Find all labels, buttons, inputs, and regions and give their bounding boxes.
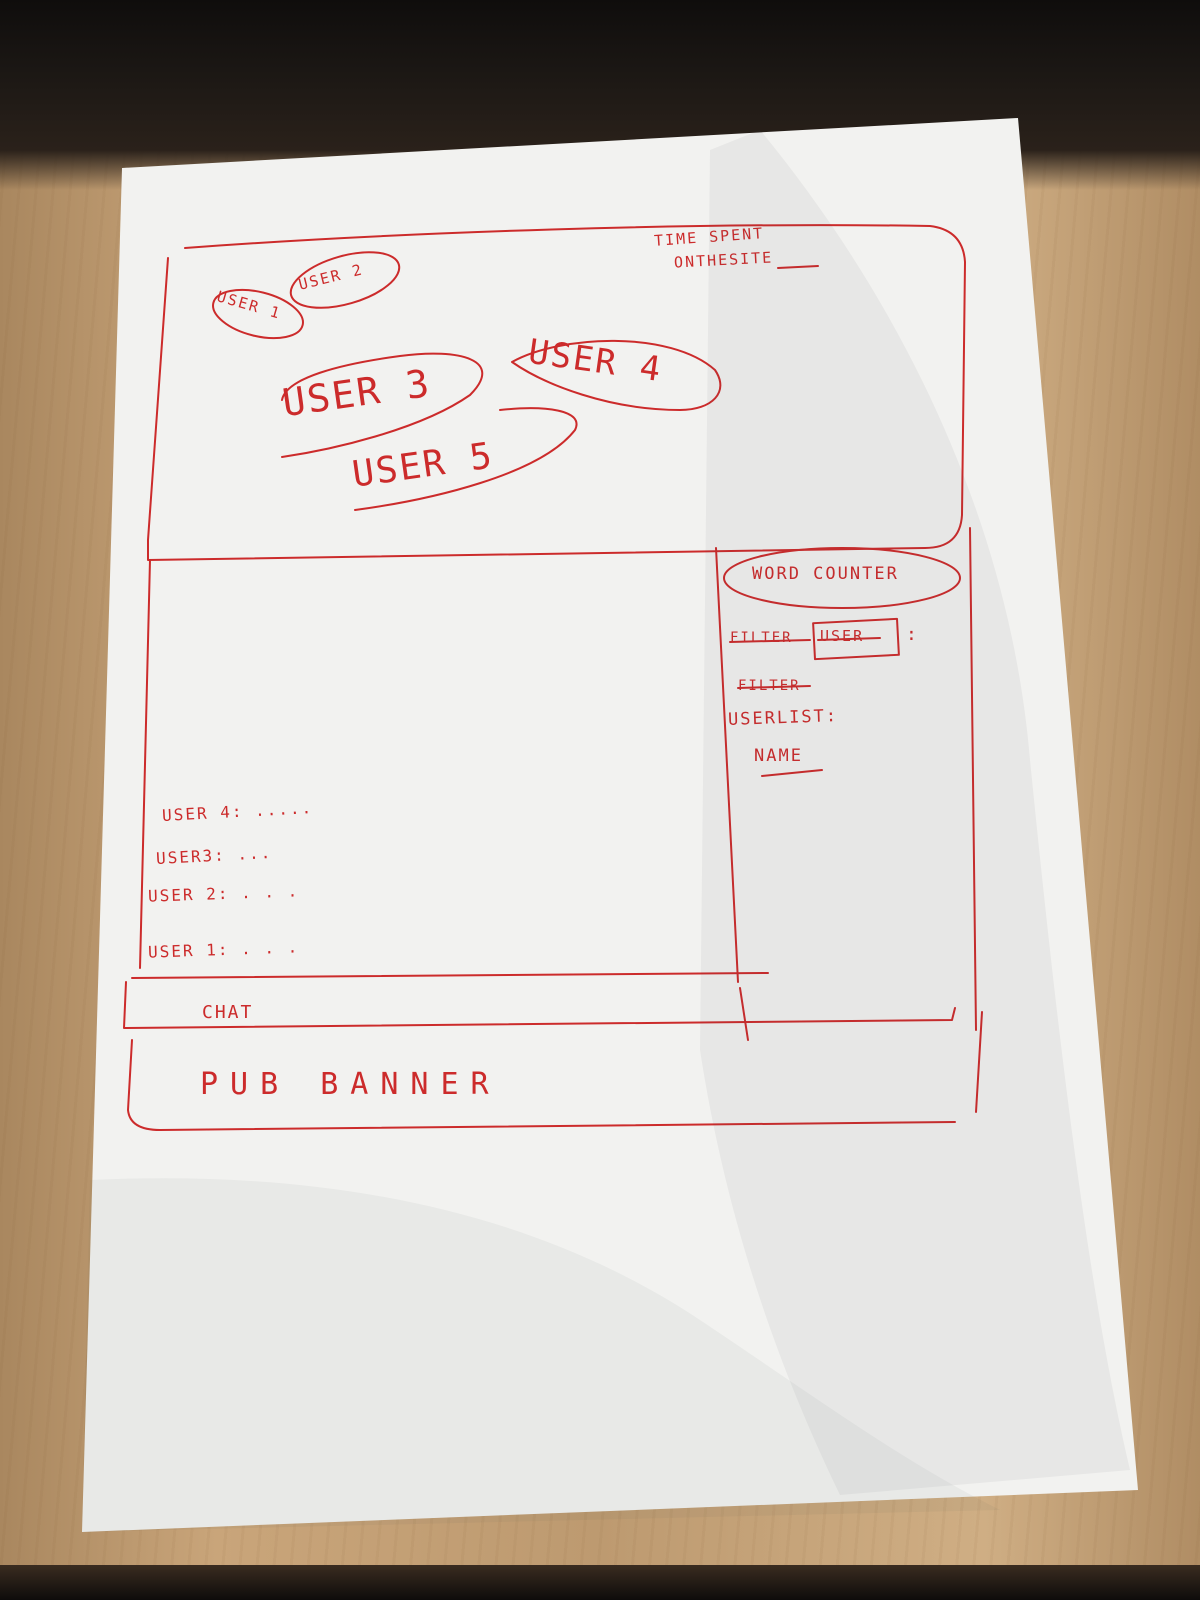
pub-banner-label[interactable]: PUB BANNER	[200, 1067, 501, 1102]
chat-left-border	[139, 559, 151, 969]
chat-input-border	[123, 981, 956, 1029]
filter-struck-strike	[737, 685, 811, 689]
chat-bottom-border	[131, 972, 769, 979]
filter-strike	[729, 639, 811, 643]
filter-label: FILTER	[730, 630, 793, 646]
chat-input-field[interactable]: CHAT	[202, 1002, 254, 1023]
word-counter-bubble	[723, 547, 961, 609]
filter-colon: :	[906, 624, 919, 645]
chat-right-border	[715, 547, 739, 983]
site-underline	[777, 265, 819, 269]
chat-message-user: USER 4	[161, 802, 233, 825]
word-counter-label[interactable]: WORD COUNTER	[752, 564, 899, 584]
filter-value-strike	[817, 637, 881, 641]
chat-message-text: : ...	[213, 842, 273, 865]
name-underline	[761, 769, 823, 777]
desk-edge	[0, 1565, 1200, 1600]
chat-message-user: USER 1	[147, 940, 219, 962]
chat-message-text: : . . .	[217, 881, 300, 904]
user-bubble-5	[354, 407, 578, 511]
chat-message-text: : . . .	[217, 937, 300, 960]
header-panel-border	[147, 224, 966, 561]
filter-input-box	[812, 617, 900, 661]
user-list-label: USERLIST:	[727, 706, 839, 730]
chat-message-user: USER3	[155, 846, 215, 869]
user-bubble-1	[212, 288, 304, 340]
sidebar-right-border	[969, 527, 977, 1031]
user-bubble-2	[289, 251, 401, 309]
user-bubble-3	[281, 352, 484, 458]
chat-message-user: USER 2	[147, 884, 219, 906]
banner-border	[127, 1039, 956, 1131]
chat-input-divider	[739, 987, 749, 1041]
filter-struck-label: FILTER	[738, 678, 801, 694]
user-bubble-4	[511, 339, 722, 411]
paper-sheet	[82, 118, 1138, 1532]
user-list-item[interactable]: NAME	[754, 746, 803, 766]
sidebar-right-tail	[975, 1011, 983, 1113]
filter-input[interactable]: USER	[820, 627, 865, 645]
